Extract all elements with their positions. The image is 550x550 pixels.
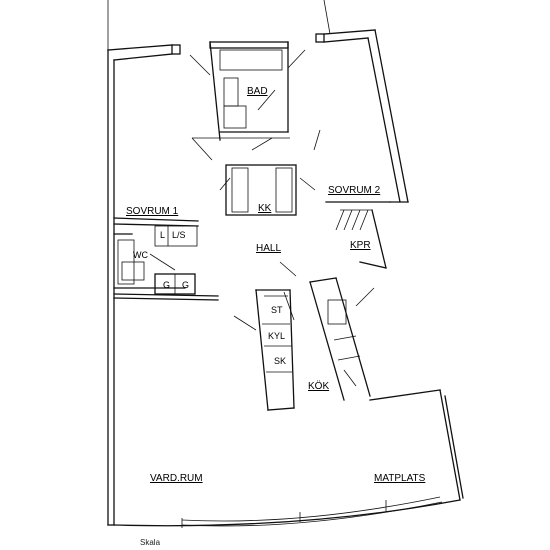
label-g-1: G [163,280,170,290]
bedroom-2-area [325,201,391,269]
room-labels: BAD KK SOVRUM 1 SOVRUM 2 L L/S WC G G HA… [126,86,426,547]
kitchen-area [233,261,375,411]
label-hall: HALL [256,243,281,254]
closet-kk [219,164,316,216]
label-kyl: KYL [268,331,285,341]
label-matplats: MATPLATS [374,473,426,484]
label-st: ST [271,305,283,315]
label-kok: KÖK [308,380,329,392]
label-sovrum-2: SOVRUM 2 [328,185,381,196]
label-sk: SK [274,356,286,366]
label-wc: WC [133,250,148,260]
exterior-walls [107,0,464,528]
label-g-2: G [182,280,189,290]
scale-label: Skala [140,538,161,547]
label-l: L [160,230,165,240]
label-bad: BAD [247,86,268,97]
label-vardrum: VARD.RUM [150,473,203,484]
label-sovrum-1: SOVRUM 1 [126,206,179,217]
label-kpr: KPR [350,240,371,251]
label-ls: L/S [172,230,186,240]
bathroom [189,41,321,161]
label-kk: KK [258,203,272,214]
bedroom-1-area [113,217,219,301]
